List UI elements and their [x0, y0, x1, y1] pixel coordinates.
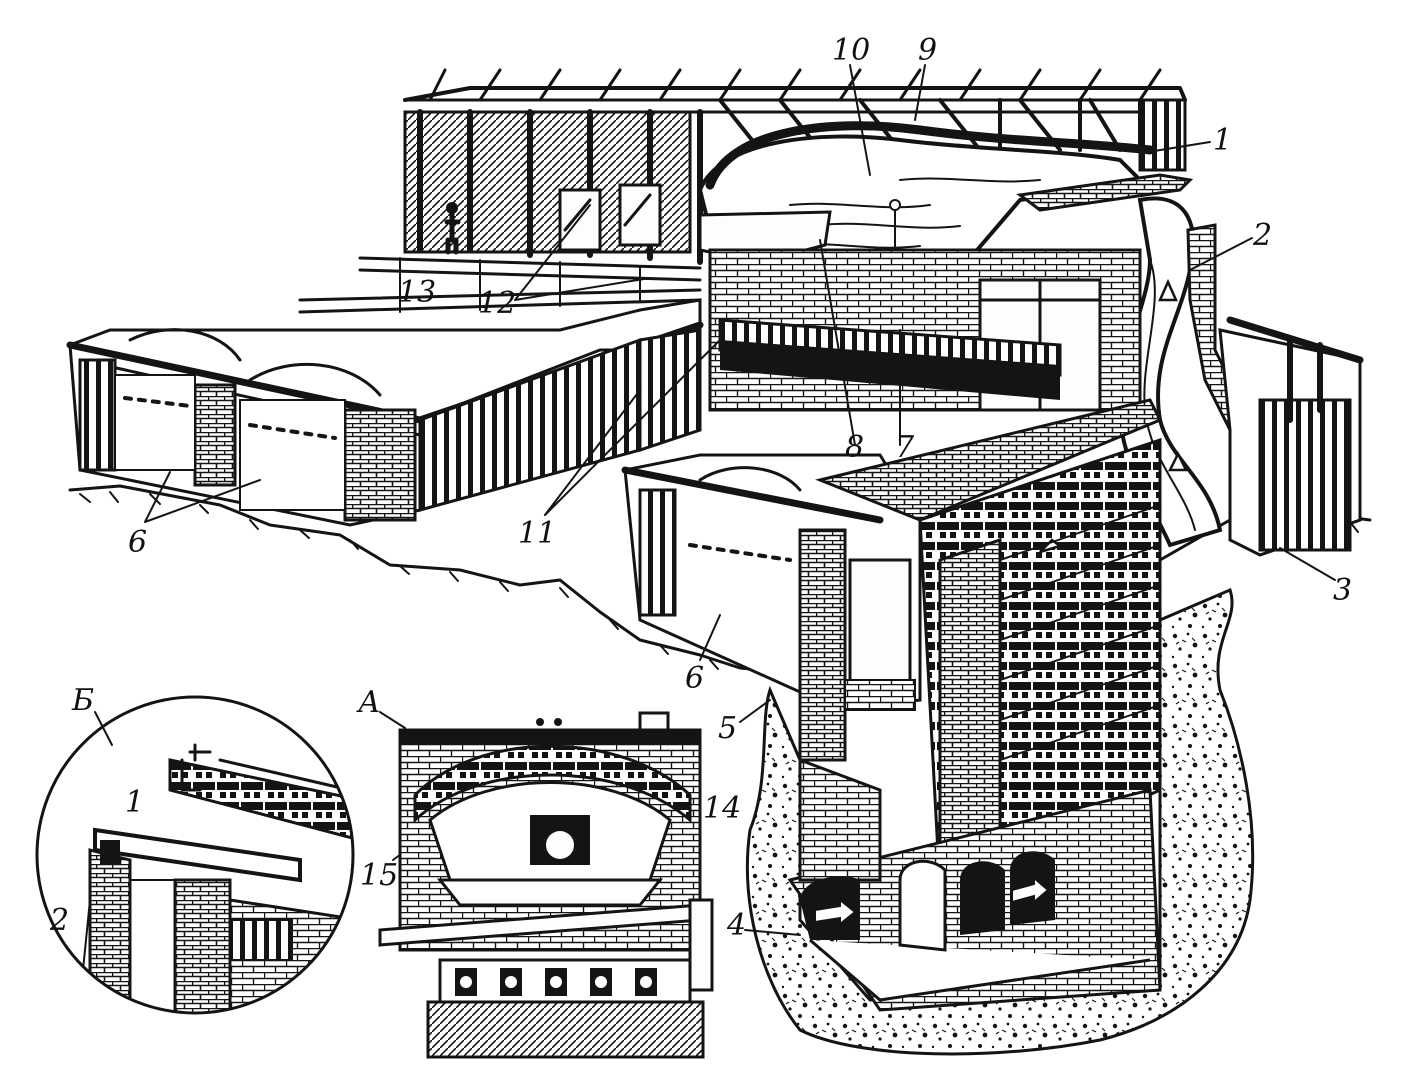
- right-regenerator-wall: [1218, 316, 1364, 557]
- regenerator-checkerwork: [918, 437, 1162, 893]
- inset-b-callout-2: 2: [49, 903, 69, 938]
- inset-b-label: Б: [71, 683, 94, 718]
- inset-b-callout-1: 1: [125, 785, 144, 820]
- regenerator-roof: [815, 398, 1163, 522]
- front-slag-pocket: [621, 453, 922, 762]
- inset-a-cross-section: [378, 711, 714, 1059]
- callout-7: 7: [895, 430, 915, 465]
- underground-pit: [746, 587, 1255, 1056]
- callout-1: 1: [1213, 123, 1232, 158]
- callout-9: 9: [918, 33, 937, 68]
- callout-6-front: 6: [685, 661, 704, 696]
- flue-ports: [800, 851, 1055, 952]
- callout-4: 4: [726, 908, 746, 943]
- callout-2: 2: [1252, 218, 1272, 253]
- left-slag-pockets: [66, 298, 704, 527]
- callout-15: 15: [360, 858, 398, 893]
- inset-a-label: А: [356, 685, 381, 720]
- furnace-head-block: [708, 248, 1142, 412]
- inset-b-detail: [35, 695, 355, 1015]
- callout-5: 5: [718, 711, 737, 746]
- callout-14: 14: [703, 791, 741, 826]
- worker-figure: [444, 202, 461, 255]
- callout-labels: 1 2 3 4 5 6 6 7 8 9 10 11 12 13 14 15 А …: [49, 33, 1352, 943]
- callout-13: 13: [398, 275, 436, 310]
- callout-10: 10: [832, 33, 870, 68]
- callout-leaders: [144, 64, 1336, 936]
- charging-shed-building: [403, 68, 1187, 265]
- callout-6-left: 6: [128, 525, 147, 560]
- callout-8: 8: [845, 430, 864, 465]
- charging-floor-rails: [298, 256, 702, 314]
- callout-12: 12: [478, 286, 516, 321]
- callout-3: 3: [1333, 573, 1352, 608]
- callout-11: 11: [518, 516, 556, 551]
